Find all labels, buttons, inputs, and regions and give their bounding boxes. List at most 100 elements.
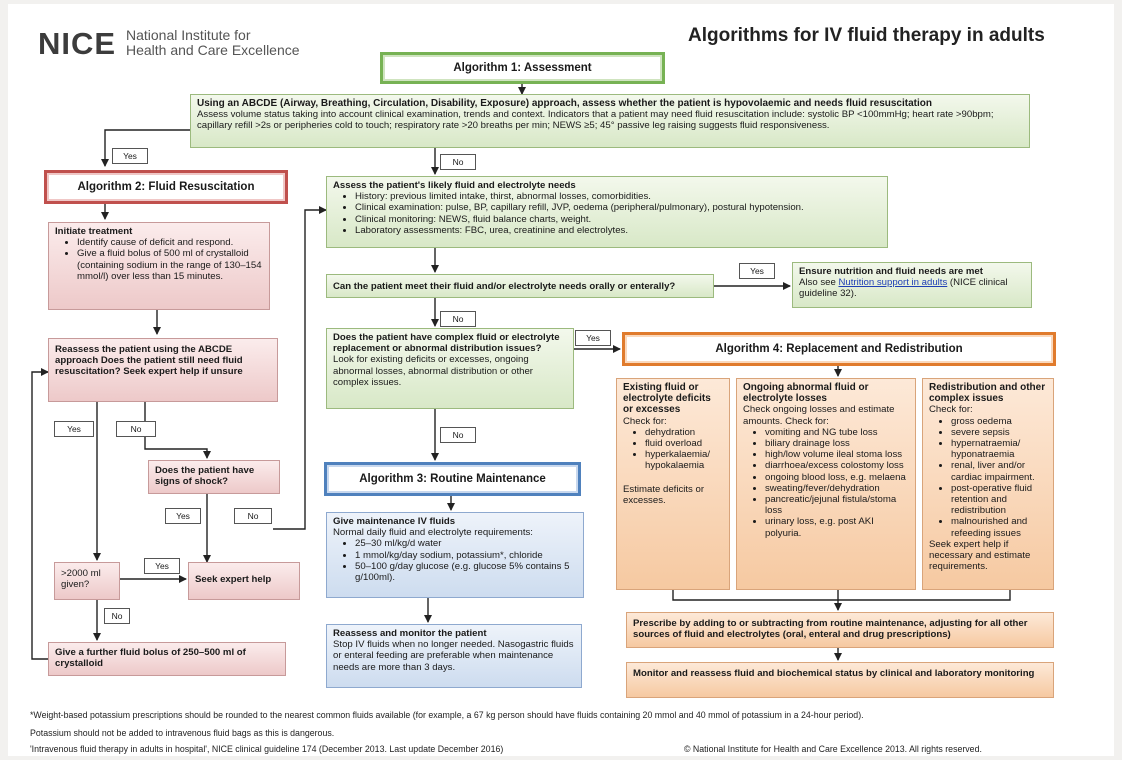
no-label-oral: No xyxy=(440,311,476,327)
ongoing-losses-item: high/low volume ileal stoma loss xyxy=(765,449,909,460)
no-label-still-need: No xyxy=(116,421,156,437)
redistribution-item: gross oedema xyxy=(951,416,1047,427)
likely-needs-item: Clinical examination: pulse, BP, capilla… xyxy=(355,202,881,213)
existing-deficits-item: fluid overload xyxy=(645,438,723,449)
ensure-title: Ensure nutrition and fluid needs are met xyxy=(799,266,983,277)
ongoing-losses-box: Ongoing abnormal fluid or electrolyte lo… xyxy=(736,378,916,590)
nice-logo-mark: NICE xyxy=(38,26,117,61)
seek-expert-help-box: Seek expert help xyxy=(188,562,300,600)
logo-line-1: National Institute for xyxy=(126,27,251,43)
yes-label-hypovolaemic: Yes xyxy=(112,148,148,164)
guideline-page: NICE National Institute for Health and C… xyxy=(8,4,1114,756)
guideline-citation: 'Intravenous fluid therapy in adults in … xyxy=(30,744,504,754)
complex-question: Does the patient have complex fluid or e… xyxy=(333,332,560,355)
likely-needs-title: Assess the patient's likely fluid and el… xyxy=(333,180,576,191)
nice-logo-text: National Institute for Health and Care E… xyxy=(126,28,300,58)
redistribution-item: renal, liver and/or cardiac impairment. xyxy=(951,460,1047,482)
ensure-nutrition-box: Ensure nutrition and fluid needs are met… xyxy=(792,262,1032,308)
assessment-lead: Using an ABCDE (Airway, Breathing, Circu… xyxy=(197,98,932,109)
existing-deficits-item: dehydration xyxy=(645,427,723,438)
algorithm-4-title: Algorithm 4: Replacement and Redistribut… xyxy=(622,332,1056,366)
redistribution-box: Redistribution and other complex issues … xyxy=(922,378,1054,590)
flow-connectors xyxy=(31,84,1011,661)
complex-body: Look for existing deficits or excesses, … xyxy=(333,354,533,388)
maintenance-lead: Normal daily fluid and electrolyte requi… xyxy=(333,527,533,539)
logo-line-2: Health and Care Excellence xyxy=(126,42,300,58)
ongoing-losses-item: ongoing blood loss, e.g. melaena xyxy=(765,472,909,483)
signs-of-shock-box: Does the patient have signs of shock? xyxy=(148,460,280,494)
existing-deficits-item: hyperkalaemia/ hypokalaemia xyxy=(645,449,723,471)
existing-deficits-tail: Estimate deficits or excesses. xyxy=(623,483,705,506)
footnote-danger: Potassium should not be added to intrave… xyxy=(30,728,335,738)
existing-deficits-title: Existing fluid or electrolyte deficits o… xyxy=(623,382,711,416)
yes-label-complex: Yes xyxy=(575,330,611,346)
likely-needs-item: History: previous limited intake, thirst… xyxy=(355,191,881,202)
no-label-complex: No xyxy=(440,427,476,443)
likely-needs-list: History: previous limited intake, thirst… xyxy=(333,191,881,236)
reassess-monitor-box: Reassess and monitor the patient Stop IV… xyxy=(326,624,582,688)
ongoing-losses-item: diarrhoea/excess colostomy loss xyxy=(765,460,909,471)
ongoing-losses-list: vomiting and NG tube loss biliary draina… xyxy=(743,427,909,539)
existing-deficits-box: Existing fluid or electrolyte deficits o… xyxy=(616,378,730,590)
no-label-shock: No xyxy=(234,508,272,524)
redistribution-item: hypernatraemia/ hyponatraemia xyxy=(951,438,1047,460)
maintenance-item: 25–30 ml/kg/d water xyxy=(355,538,577,549)
ongoing-losses-item: pancreatic/jejunal fistula/stoma loss xyxy=(765,494,909,516)
algorithm-2-title: Algorithm 2: Fluid Resuscitation xyxy=(44,170,288,204)
yes-label-still-need: Yes xyxy=(54,421,94,437)
reassess-monitor-body: Stop IV fluids when no longer needed. Na… xyxy=(333,639,574,673)
redistribution-item: post-operative fluid retention and redis… xyxy=(951,483,1047,517)
maintenance-item: 1 mmol/kg/day sodium, potassium*, chlori… xyxy=(355,550,577,561)
yes-label-oral: Yes xyxy=(739,263,775,279)
likely-needs-item: Laboratory assessments: FBC, urea, creat… xyxy=(355,225,881,236)
maintenance-item: 50–100 g/day glucose (e.g. glucose 5% co… xyxy=(355,561,577,583)
redistribution-list: gross oedema severe sepsis hypernatraemi… xyxy=(929,416,1047,539)
yes-label-2000ml: Yes xyxy=(144,558,180,574)
reassess-abcde-box: Reassess the patient using the ABCDE app… xyxy=(48,338,278,402)
oral-enteral-question-box: Can the patient meet their fluid and/or … xyxy=(326,274,714,298)
no-label-hypovolaemic: No xyxy=(440,154,476,170)
ongoing-losses-lead: Check ongoing losses and estimate amount… xyxy=(743,404,895,427)
algorithm-1-title: Algorithm 1: Assessment xyxy=(380,52,665,84)
reassess-monitor-title: Reassess and monitor the patient xyxy=(333,628,487,639)
further-bolus-box: Give a further fluid bolus of 250–500 ml… xyxy=(48,642,286,676)
redistribution-item: severe sepsis xyxy=(951,427,1047,438)
footnote-potassium: *Weight-based potassium prescriptions sh… xyxy=(30,710,864,720)
initiate-item: Identify cause of deficit and respond. xyxy=(77,237,263,248)
complex-issues-box: Does the patient have complex fluid or e… xyxy=(326,328,574,409)
page-title: Algorithms for IV fluid therapy in adult… xyxy=(688,25,1045,46)
nutrition-support-link[interactable]: Nutrition support in adults xyxy=(838,277,948,289)
maintenance-list: 25–30 ml/kg/d water 1 mmol/kg/day sodium… xyxy=(333,538,577,583)
maintenance-fluids-box: Give maintenance IV fluids Normal daily … xyxy=(326,512,584,598)
algorithm-3-title: Algorithm 3: Routine Maintenance xyxy=(324,462,581,496)
assessment-body: Assess volume status taking into account… xyxy=(197,109,994,132)
ongoing-losses-item: sweating/fever/dehydration xyxy=(765,483,909,494)
no-label-2000ml: No xyxy=(104,608,130,624)
redistribution-tail: Seek expert help if necessary and estima… xyxy=(929,538,1031,573)
ensure-post: (NICE clinical guideline 32). xyxy=(799,277,1008,300)
likely-needs-item: Clinical monitoring: NEWS, fluid balance… xyxy=(355,214,881,225)
assessment-box: Using an ABCDE (Airway, Breathing, Circu… xyxy=(190,94,1030,148)
initiate-list: Identify cause of deficit and respond. G… xyxy=(55,237,263,282)
ongoing-losses-item: biliary drainage loss xyxy=(765,438,909,449)
ongoing-losses-item: urinary loss, e.g. post AKI polyuria. xyxy=(765,516,909,538)
initiate-item: Give a fluid bolus of 500 ml of crystall… xyxy=(77,248,263,282)
redistribution-lead: Check for: xyxy=(929,404,973,416)
over-2000ml-box: >2000 ml given? xyxy=(54,562,120,600)
prescribe-box: Prescribe by adding to or subtracting fr… xyxy=(626,612,1054,648)
existing-deficits-list: dehydration fluid overload hyperkalaemia… xyxy=(623,427,723,472)
monitor-reassess-box: Monitor and reassess fluid and biochemic… xyxy=(626,662,1054,698)
ongoing-losses-title: Ongoing abnormal fluid or electrolyte lo… xyxy=(743,382,869,405)
ensure-body: Also see Nutrition support in adults (NI… xyxy=(799,277,1025,299)
yes-label-shock: Yes xyxy=(165,508,201,524)
likely-needs-box: Assess the patient's likely fluid and el… xyxy=(326,176,888,248)
initiate-treatment-box: Initiate treatment Identify cause of def… xyxy=(48,222,270,310)
initiate-title: Initiate treatment xyxy=(55,226,133,237)
existing-deficits-lead: Check for: xyxy=(623,415,667,427)
copyright: © National Institute for Health and Care… xyxy=(684,744,982,754)
maintenance-title: Give maintenance IV fluids xyxy=(333,516,456,527)
ongoing-losses-item: vomiting and NG tube loss xyxy=(765,427,909,438)
ensure-pre: Also see xyxy=(799,277,839,289)
redistribution-title: Redistribution and other complex issues xyxy=(929,382,1046,405)
redistribution-item: malnourished and refeeding issues xyxy=(951,516,1047,538)
